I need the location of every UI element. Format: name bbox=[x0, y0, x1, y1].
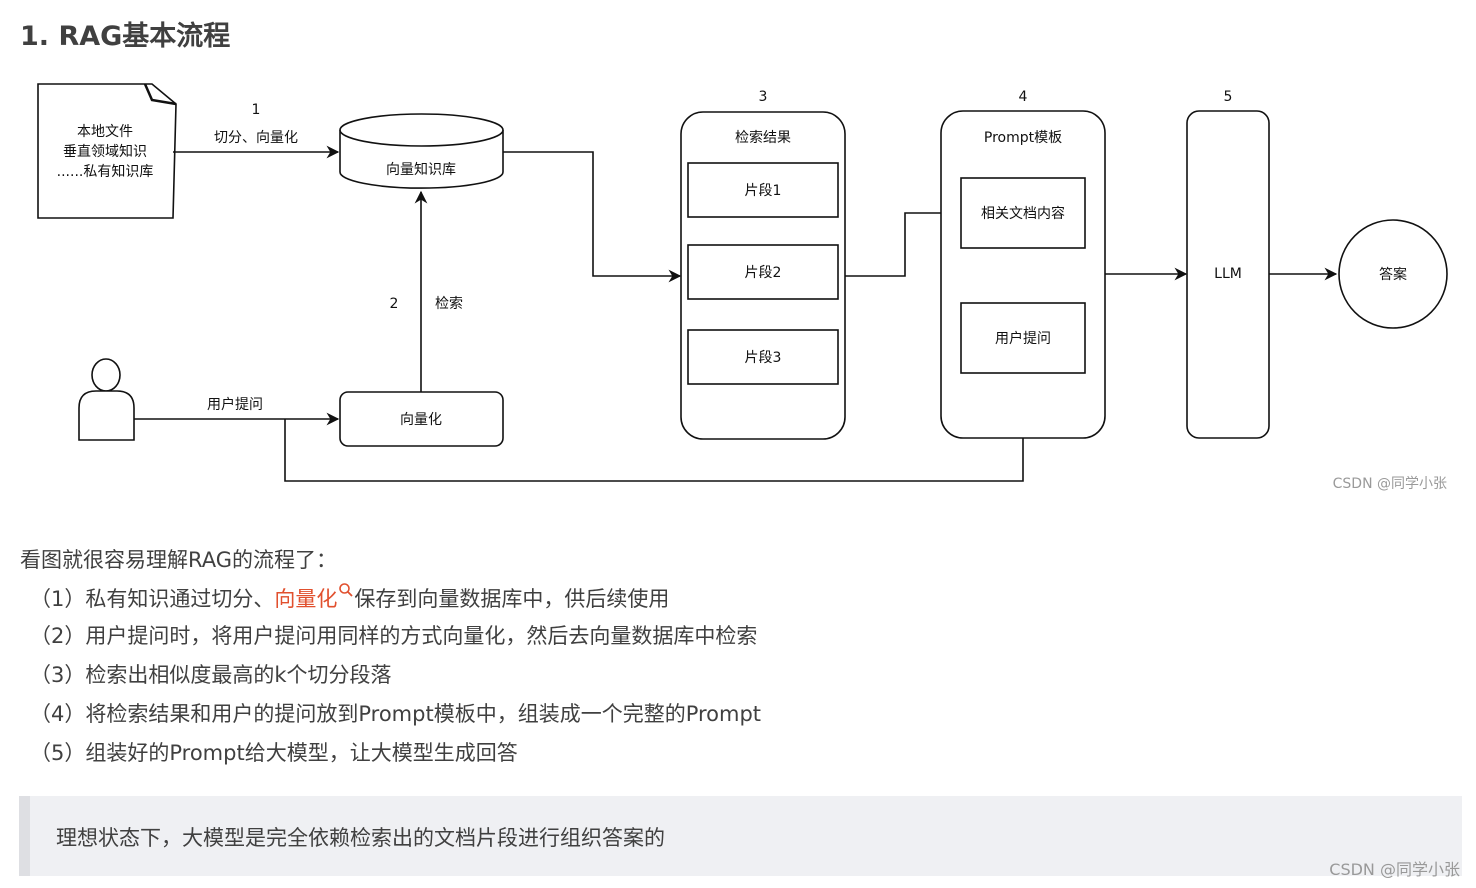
vectorize-label: 向量化 bbox=[400, 412, 442, 428]
diagram-watermark: CSDN @同学小张 bbox=[1333, 476, 1447, 492]
vector-db-label: 向量知识库 bbox=[386, 161, 456, 178]
answer-node: 答案 bbox=[1338, 219, 1448, 329]
prompt-title: Prompt模板 bbox=[984, 130, 1062, 146]
doc-line-3: ......私有知识库 bbox=[57, 163, 154, 180]
step5-number: 5 bbox=[1224, 89, 1233, 105]
rag-flow-diagram: 本地文件 垂直领域知识 ......私有知识库 1 切分、向量化 向量知识库 用… bbox=[37, 83, 1448, 492]
step-item-4: （4）将检索结果和用户的提问放到Prompt模板中，组装成一个完整的Prompt bbox=[30, 702, 762, 726]
llm-node: 5 LLM bbox=[1186, 89, 1270, 439]
step2-label: 检索 bbox=[435, 295, 463, 312]
retrieval-results-node: 3 检索结果 片段1 片段2 片段3 bbox=[680, 89, 846, 440]
step4-number: 4 bbox=[1019, 89, 1028, 105]
steps-list: （1）私有知识通过切分、向量化保存到向量数据库中，供后续使用 （2）用户提问时，… bbox=[30, 582, 761, 777]
step1-prefix: （1）私有知识通过切分、 bbox=[30, 587, 275, 611]
step1-number: 1 bbox=[252, 102, 261, 118]
doc-line-2: 垂直领域知识 bbox=[63, 143, 147, 160]
blockquote: 理想状态下，大模型是完全依赖检索出的文档片段进行组织答案的 bbox=[19, 796, 1462, 876]
step-item-3: （3）检索出相似度最高的k个切分段落 bbox=[30, 663, 392, 687]
blockquote-text: 理想状态下，大模型是完全依赖检索出的文档片段进行组织答案的 bbox=[56, 826, 665, 850]
fragment-1: 片段1 bbox=[745, 183, 782, 199]
vectorize-node: 向量化 bbox=[339, 391, 504, 447]
user-icon bbox=[78, 358, 135, 441]
llm-label: LLM bbox=[1214, 266, 1242, 282]
step-item-5: （5）组装好的Prompt给大模型，让大模型生成回答 bbox=[30, 741, 518, 765]
step3-number: 3 bbox=[759, 89, 768, 105]
search-icon[interactable] bbox=[338, 582, 354, 598]
page-watermark: CSDN @同学小张 bbox=[1329, 860, 1460, 879]
keyword-link[interactable]: 向量化 bbox=[274, 587, 338, 611]
arrow-retrieval-to-prompt bbox=[845, 206, 962, 277]
step1-suffix: 保存到向量数据库中，供后续使用 bbox=[354, 587, 670, 611]
prompt-template-node: 4 Prompt模板 相关文档内容 用户提问 bbox=[940, 89, 1106, 439]
section-heading: 1. RAG基本流程 bbox=[20, 21, 231, 52]
related-docs-label: 相关文档内容 bbox=[981, 205, 1065, 222]
arrow-db-to-retrieval bbox=[503, 151, 682, 283]
retrieval-title: 检索结果 bbox=[735, 129, 791, 146]
answer-label: 答案 bbox=[1379, 266, 1407, 283]
user-question-edge-label: 用户提问 bbox=[207, 396, 263, 413]
fragment-3: 片段3 bbox=[745, 350, 782, 366]
step-item-1: （1）私有知识通过切分、向量化保存到向量数据库中，供后续使用 bbox=[30, 582, 761, 621]
local-docs-node: 本地文件 垂直领域知识 ......私有知识库 bbox=[37, 83, 177, 219]
step-item-2: （2）用户提问时，将用户提问用同样的方式向量化，然后去向量数据库中检索 bbox=[30, 624, 758, 648]
prompt-user-question-label: 用户提问 bbox=[995, 330, 1051, 347]
vector-db-node: 向量知识库 bbox=[339, 113, 504, 189]
intro-text: 看图就很容易理解RAG的流程了： bbox=[20, 548, 338, 572]
step1-label: 切分、向量化 bbox=[214, 130, 298, 146]
doc-line-1: 本地文件 bbox=[77, 124, 133, 140]
step2-number: 2 bbox=[390, 296, 399, 312]
fragment-2: 片段2 bbox=[745, 265, 782, 281]
